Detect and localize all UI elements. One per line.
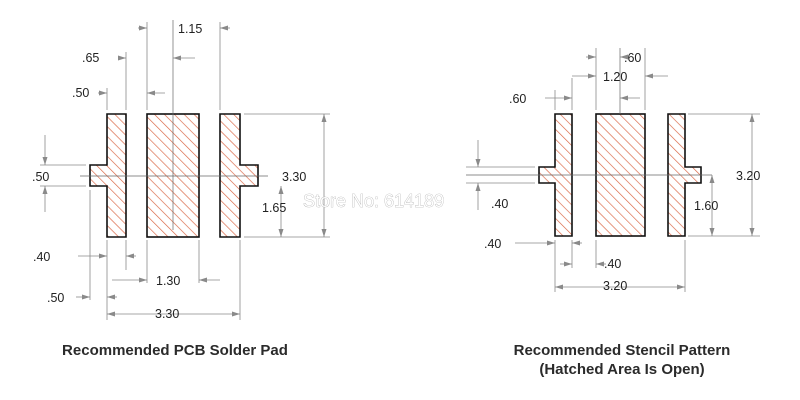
stencil-caption-line1: Recommended Stencil Pattern <box>514 342 731 359</box>
stencil-dim-tab-to-bottom: 1.60 <box>694 199 718 213</box>
pcb-right-pad <box>219 113 259 238</box>
stencil-dim-gap-right: .40 <box>604 257 621 271</box>
stencil-dim-gap-left: .40 <box>484 237 501 251</box>
pcb-dim-tab-height: .50 <box>32 170 49 184</box>
pcb-dim-center-pad-width: 1.30 <box>156 274 180 288</box>
pcb-dim-pad-gap: .40 <box>33 250 50 264</box>
pcb-left-pad <box>89 113 127 238</box>
stencil-dim-height: 3.20 <box>736 169 760 183</box>
pcb-dim-outer-pad-width: .65 <box>82 51 99 65</box>
pcb-dim-height: 3.30 <box>282 170 306 184</box>
pcb-dim-center-gap: 1.15 <box>178 22 202 36</box>
pcb-dim-overall-width: 3.30 <box>155 307 179 321</box>
stencil-caption-line2: (Hatched Area Is Open) <box>539 361 704 378</box>
pcb-caption: Recommended PCB Solder Pad <box>62 342 288 359</box>
stencil-dim-overall-width: 3.20 <box>603 279 627 293</box>
stencil-dim-center-width: 1.20 <box>603 70 627 84</box>
store-watermark: Store No: 614189 <box>303 191 444 211</box>
stencil-dim-tab-height: .40 <box>491 197 508 211</box>
stencil-pattern-drawing: .60 1.20 .60 .40 3.20 1.60 .40 .40 3.20 … <box>466 48 760 378</box>
pcb-dim-offset: .50 <box>47 291 64 305</box>
stencil-dim-tab-width: .60 <box>509 92 526 106</box>
pcb-solder-pad-drawing: 1.15 .65 .50 .50 3.30 1.65 .40 1.30 .50 … <box>32 20 330 359</box>
pcb-dim-tab-to-bottom: 1.65 <box>262 201 286 215</box>
stencil-dim-outer-width: .60 <box>624 51 641 65</box>
pcb-dim-tab-width: .50 <box>72 86 89 100</box>
